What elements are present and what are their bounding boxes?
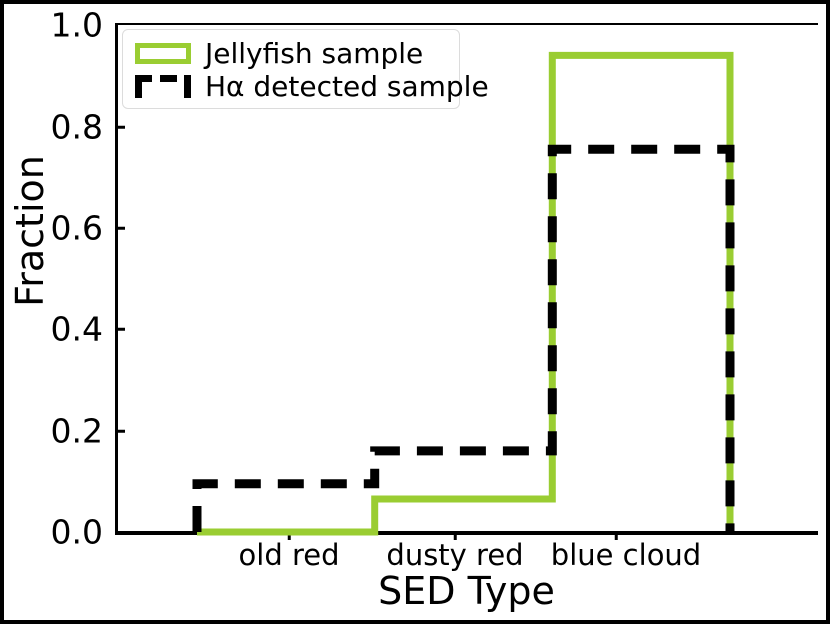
- y-tick-mark-0.4: [117, 327, 125, 331]
- series-line-jellyfish-sample: [197, 51, 734, 536]
- series-line-halpha-detected-sample: [192, 144, 735, 532]
- y-axis-spine: [115, 23, 118, 534]
- y-tick-label-0.0: 0.0: [50, 512, 103, 552]
- legend-entry-halpha-detected-sample[interactable]: Hα detected sample: [135, 70, 489, 103]
- x-tick-mark-dusty-red: [453, 532, 457, 540]
- y-tick-mark-0.8: [117, 125, 125, 129]
- y-tick-label-0.8: 0.8: [50, 107, 103, 147]
- chart-legend[interactable]: Jellyfish sample Hα detected sample: [122, 29, 489, 109]
- x-tick-mark-old-red: [287, 532, 291, 540]
- y-tick-label-0.6: 0.6: [50, 208, 103, 248]
- y-tick-mark-0.2: [117, 429, 125, 433]
- legend-label-halpha-detected-sample: Hα detected sample: [205, 69, 489, 103]
- y-tick-label-1.0: 1.0: [50, 5, 103, 45]
- y-tick-mark-0.6: [117, 226, 125, 230]
- x-axis-label: SED Type: [378, 569, 555, 613]
- top-spine: [115, 23, 818, 25]
- y-tick-label-0.2: 0.2: [50, 411, 103, 451]
- figure-canvas: Fraction SED Type 1.0 0.8 0.6 0.4 0.2 0.…: [4, 4, 826, 620]
- x-axis-spine: [115, 531, 818, 535]
- x-tick-label-blue-cloud: blue cloud: [550, 538, 702, 572]
- y-tick-label-0.4: 0.4: [50, 309, 103, 349]
- legend-swatch-dashed-black-line-icon: [135, 75, 191, 98]
- x-tick-label-old-red: old red: [238, 538, 340, 572]
- legend-label-jellyfish-sample: Jellyfish sample: [205, 36, 424, 70]
- legend-entry-jellyfish-sample[interactable]: Jellyfish sample: [135, 37, 449, 70]
- x-tick-label-dusty-red: dusty red: [386, 538, 524, 572]
- x-tick-mark-blue-cloud: [614, 532, 618, 540]
- legend-swatch-solid-green-rect-icon: [135, 43, 191, 64]
